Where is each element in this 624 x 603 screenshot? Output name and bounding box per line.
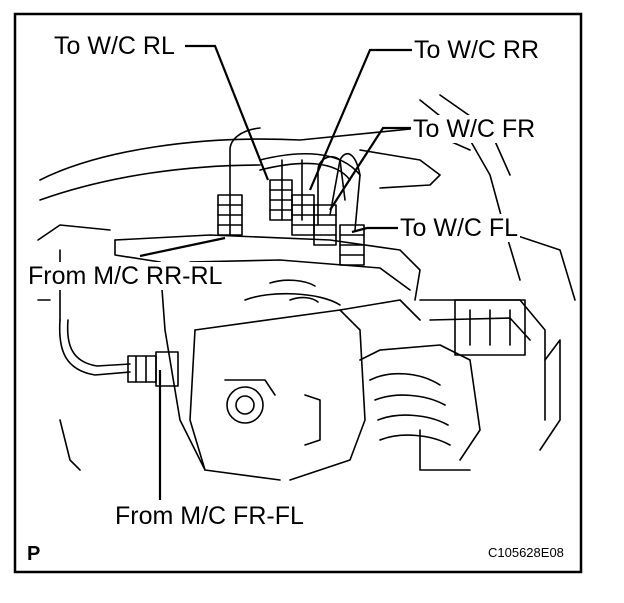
figure-border xyxy=(13,12,583,574)
label-to-wc-fl: To W/C FL xyxy=(398,214,521,242)
label-to-wc-rr: To W/C RR xyxy=(412,36,541,64)
corner-mark: P xyxy=(27,543,41,565)
figure-code: C105628E08 xyxy=(488,545,564,560)
label-from-mc-rr-rl: From M/C RR-RL xyxy=(26,262,225,290)
label-to-wc-rl: To W/C RL xyxy=(52,32,177,60)
label-to-wc-fr: To W/C FR xyxy=(411,115,538,143)
label-from-mc-fr-fl: From M/C FR-FL xyxy=(113,502,306,530)
